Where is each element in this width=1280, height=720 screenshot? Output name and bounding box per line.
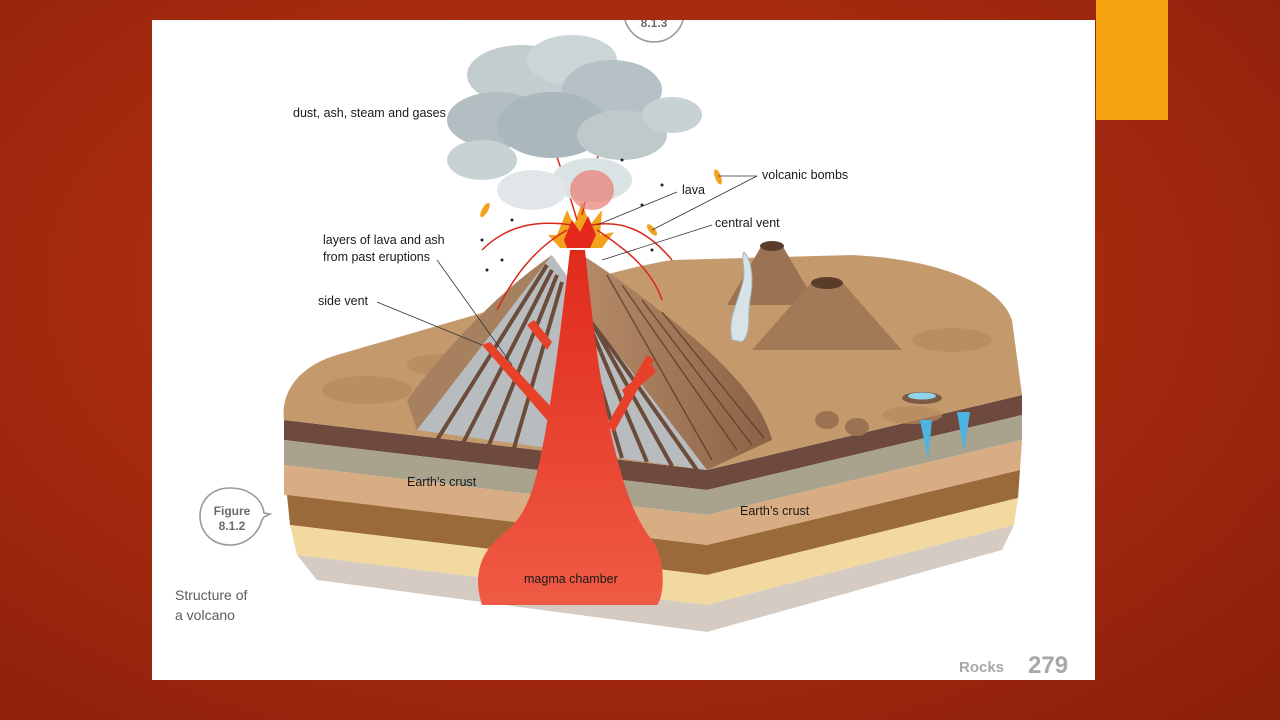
steam-plume: [730, 251, 753, 343]
ash-cloud: [447, 35, 702, 210]
footer-page-number: 279: [1028, 652, 1068, 679]
figure-badge: Figure 8.1.2: [199, 487, 273, 546]
caption-line2: a volcano: [175, 607, 235, 623]
cone-left-flank: [407, 255, 552, 430]
label-side-vent: side vent: [318, 294, 369, 308]
svg-text:8.1.3: 8.1.3: [641, 20, 668, 30]
svg-text:Figure: Figure: [214, 504, 251, 518]
accent-block: [1096, 0, 1168, 120]
label-lava: lava: [682, 183, 705, 197]
svg-text:8.1.2: 8.1.2: [219, 519, 246, 533]
main-cone: [582, 255, 772, 470]
strata-right: [707, 395, 1022, 632]
textbook-page: 8.1.3: [152, 20, 1095, 680]
label-magma-chamber: magma chamber: [524, 572, 618, 586]
label-crust-right: Earth’s crust: [740, 504, 810, 518]
previous-figure-badge: 8.1.3: [624, 20, 684, 43]
volcano-diagram: 8.1.3: [175, 20, 1068, 679]
label-central-vent: central vent: [715, 216, 780, 230]
surface-features: [815, 392, 970, 460]
label-volcanic-bombs: volcanic bombs: [762, 168, 848, 182]
label-layers-line2: from past eruptions: [323, 250, 430, 264]
surface-dunes: [322, 328, 992, 424]
label-dust-ash: dust, ash, steam and gases: [293, 106, 446, 120]
magma-branches: [482, 320, 656, 432]
crater-burst: [548, 202, 614, 248]
caption-line1: Structure of: [175, 587, 247, 603]
label-crust-left: Earth’s crust: [407, 475, 477, 489]
ash-specks: [480, 158, 664, 272]
label-layers-line1: layers of lava and ash: [323, 233, 445, 247]
magma-chamber: [478, 250, 663, 605]
cone-ridges: [606, 274, 765, 461]
leader-lines: [376, 175, 758, 366]
footer-section: Rocks: [959, 659, 1004, 676]
